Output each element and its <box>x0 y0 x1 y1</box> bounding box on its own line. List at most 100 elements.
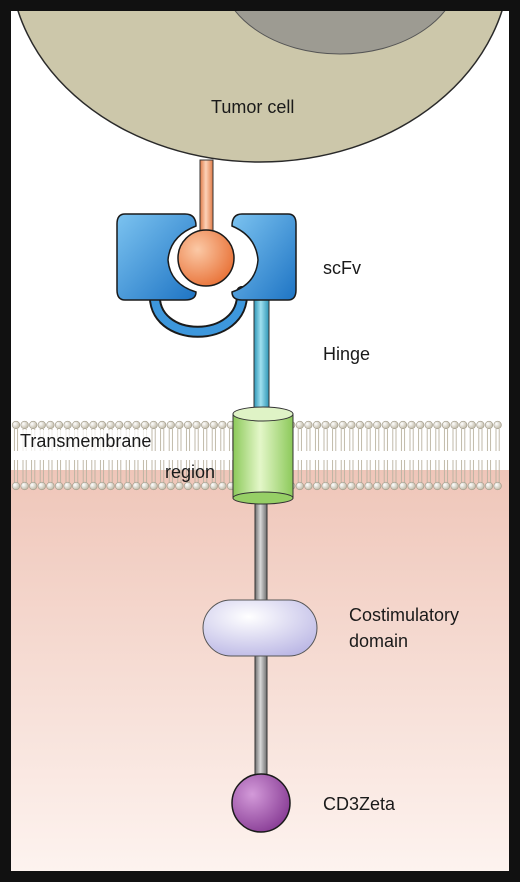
lipid-head <box>63 481 72 491</box>
lipid-head <box>183 481 193 491</box>
hinge <box>253 295 270 415</box>
scfv-linker-fill <box>150 288 247 336</box>
lipid-head <box>441 481 451 491</box>
lipid-head <box>97 420 107 430</box>
lipid-head <box>158 420 167 430</box>
lipid-head <box>424 420 433 430</box>
lipid-head <box>46 420 55 430</box>
lipid-head <box>304 420 313 430</box>
lipid-head <box>459 481 468 491</box>
lipid-head <box>149 420 158 430</box>
lipid-head <box>295 481 304 491</box>
lipid-head <box>201 420 210 430</box>
label-transmembrane-region: region <box>165 462 216 482</box>
lipid-head <box>106 420 115 430</box>
lipid-head <box>37 420 46 430</box>
intracellular-stalk <box>254 495 268 607</box>
lipid-head <box>218 481 227 491</box>
lipid-head <box>416 481 425 491</box>
lipid-head <box>330 420 339 430</box>
lipid-head <box>312 481 322 491</box>
lipid-head <box>433 481 442 491</box>
lipid-head <box>183 420 193 430</box>
label-tumor-cell: Tumor cell <box>211 97 295 117</box>
lipid-head <box>115 481 124 491</box>
lipid-head <box>29 481 38 491</box>
lipid-head <box>149 481 158 491</box>
lipid-head <box>407 420 416 430</box>
lipid-head <box>218 420 227 430</box>
lipid-head <box>390 420 399 430</box>
lipid-head <box>201 481 210 491</box>
lipid-head <box>132 481 141 491</box>
lipid-head <box>373 481 382 491</box>
lipid-head <box>364 481 373 491</box>
lipid-head <box>80 420 89 430</box>
transmembrane-region <box>232 406 294 505</box>
label-costimulatory-domain: domain <box>349 631 409 651</box>
lipid-head <box>132 420 141 430</box>
lipid-head <box>330 481 339 491</box>
lipid-head <box>158 481 167 491</box>
lipid-head <box>484 481 494 491</box>
lipid-head <box>106 481 115 491</box>
lipid-head <box>416 420 425 430</box>
lipid-head <box>484 420 494 430</box>
lipid-head <box>175 481 184 491</box>
lipid-head <box>398 481 408 491</box>
lipid-head <box>407 481 416 491</box>
lipid-head <box>46 481 55 491</box>
lipid-head <box>355 481 365 491</box>
antigen <box>177 229 235 287</box>
lipid-head <box>72 420 81 430</box>
lipid-head <box>89 481 98 491</box>
lipid-head <box>54 420 64 430</box>
lipid-head <box>123 481 132 491</box>
lipid-head <box>29 420 38 430</box>
lipid-head <box>450 420 459 430</box>
lipid-head <box>476 420 485 430</box>
lipid-head <box>390 481 399 491</box>
antigen-stalk <box>199 159 214 237</box>
lipid-head <box>115 420 124 430</box>
lipid-head <box>467 420 476 430</box>
intracellular-stalk-lower <box>254 649 268 789</box>
lipid-head <box>381 481 390 491</box>
lipid-head <box>459 420 468 430</box>
lipid-head <box>166 481 175 491</box>
lipid-head <box>11 420 21 430</box>
label-cd3zeta: CD3Zeta <box>323 794 396 814</box>
lipid-head <box>209 481 218 491</box>
lipid-head <box>338 481 347 491</box>
lipid-head <box>364 420 373 430</box>
lipid-head <box>467 481 476 491</box>
lipid-head <box>433 420 442 430</box>
lipid-head <box>424 481 433 491</box>
lipid-head <box>441 420 451 430</box>
lipid-head <box>175 420 184 430</box>
lipid-head <box>209 420 218 430</box>
lipid-head <box>347 420 356 430</box>
cd3zeta-domain <box>231 773 291 833</box>
lipid-head <box>166 420 175 430</box>
scfv-right-domain <box>231 213 297 301</box>
lipid-head <box>54 481 64 491</box>
lipid-head <box>89 420 98 430</box>
lipid-head <box>72 481 81 491</box>
lipid-head <box>295 420 304 430</box>
lipid-head <box>476 481 485 491</box>
lipid-head <box>304 481 313 491</box>
label-hinge: Hinge <box>323 344 371 364</box>
label-costimulatory: Costimulatory <box>349 605 460 625</box>
lipid-head <box>493 481 502 491</box>
lipid-head <box>321 420 330 430</box>
lipid-head <box>192 420 201 430</box>
lipid-head <box>493 420 502 430</box>
lipid-head <box>80 481 89 491</box>
lipid-head <box>347 481 356 491</box>
tumor-cell-nucleus <box>234 11 446 55</box>
lipid-head <box>355 420 365 430</box>
lipid-head <box>97 481 107 491</box>
lipid-head <box>338 420 347 430</box>
